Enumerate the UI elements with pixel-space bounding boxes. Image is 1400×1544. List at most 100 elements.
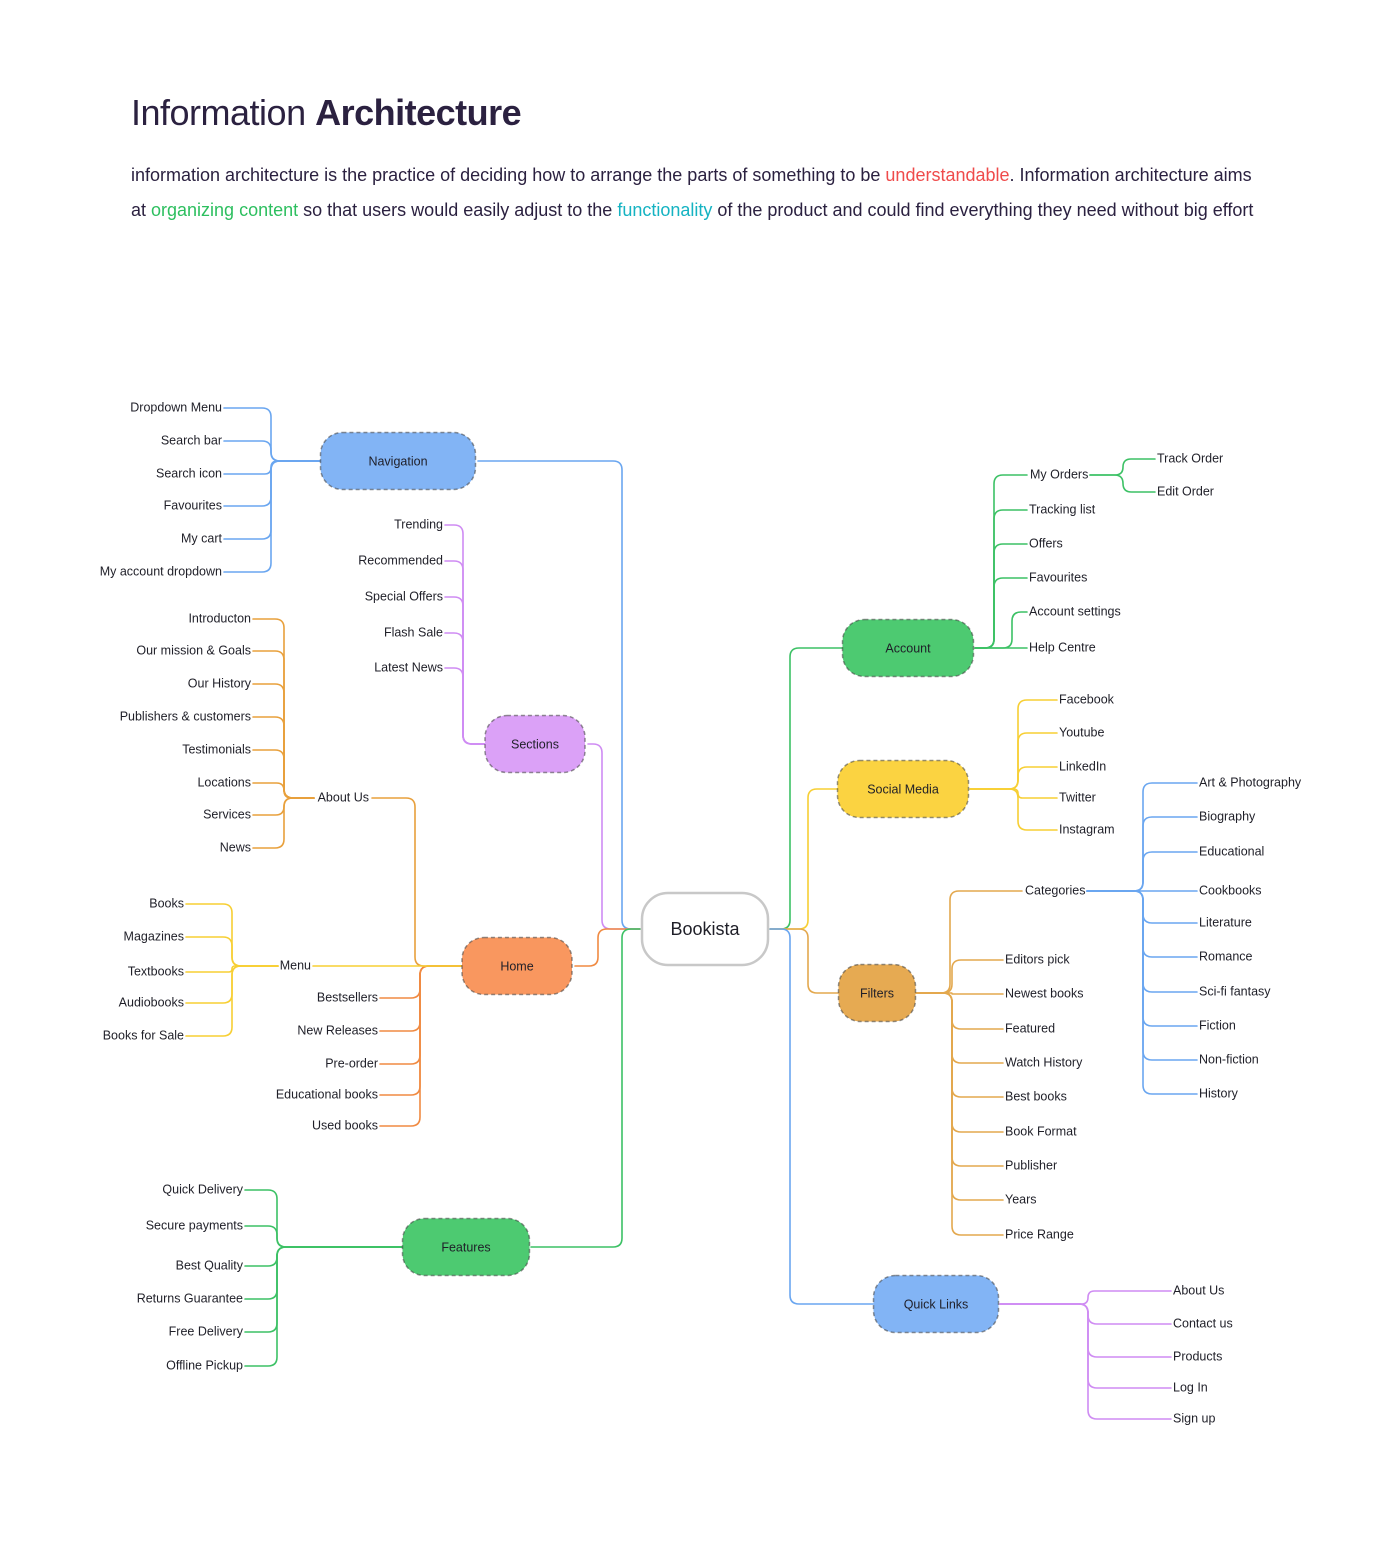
features-item-returns-guarantee: Returns Guarantee xyxy=(137,1291,243,1305)
node-filters[interactable]: Filters xyxy=(837,963,917,1023)
home-item-educational-books: Educational books xyxy=(276,1087,378,1101)
social-media-connector-1 xyxy=(969,699,1058,790)
navigation-connector-6 xyxy=(223,460,322,573)
social-media-item-youtube: Youtube xyxy=(1059,725,1104,739)
filters-item-years: Years xyxy=(1005,1192,1037,1206)
node-quick-links[interactable]: Quick Links xyxy=(872,1274,1000,1334)
sections-item-trending: Trending xyxy=(394,517,443,531)
home-to-about-us xyxy=(371,797,463,967)
navigation-connector-2 xyxy=(223,440,322,462)
social-media-item-twitter: Twitter xyxy=(1059,790,1096,804)
home-item-used-books: Used books xyxy=(312,1118,378,1132)
highlight-functionality: functionality xyxy=(617,200,713,220)
node-account-label: Account xyxy=(885,641,931,655)
node-filters-label: Filters xyxy=(860,986,894,1000)
menu-connector-5 xyxy=(185,965,279,1037)
root-node-box xyxy=(640,891,770,967)
features-connector-5 xyxy=(244,1246,403,1333)
menu-connector-2 xyxy=(185,936,279,967)
about-us-connector-8 xyxy=(252,797,315,849)
intro-text-1: information architecture is the practice… xyxy=(131,165,886,185)
filters-item-price-range: Price Range xyxy=(1005,1227,1074,1241)
intro-text-3: so that users would easily adjust to the xyxy=(298,200,618,220)
filters-item-watch-history: Watch History xyxy=(1005,1055,1083,1069)
about-us-item-news: News xyxy=(220,840,251,854)
filters-connector-3 xyxy=(915,992,1004,1030)
account-connector-2 xyxy=(974,543,1028,649)
intro-paragraph: information architecture is the practice… xyxy=(131,158,1261,228)
quick-links-connector-4 xyxy=(999,1303,1172,1389)
social-media-item-linkedin: LinkedIn xyxy=(1059,759,1106,773)
node-home[interactable]: Home xyxy=(461,936,573,996)
social-media-connector-3 xyxy=(969,766,1058,790)
account-item-favourites: Favourites xyxy=(1029,570,1087,584)
quick-links-item-products: Products xyxy=(1173,1349,1222,1363)
categories-connector-6 xyxy=(1086,890,1198,958)
quick-links-connector-5 xyxy=(999,1303,1172,1420)
account-settings-group-item-account-settings: Account settings xyxy=(1029,604,1121,618)
subnode-my-orders: My Orders xyxy=(1030,467,1088,481)
categories-item-literature: Literature xyxy=(1199,915,1252,929)
categories-connector-3 xyxy=(1086,851,1198,892)
quick-links-connector-3 xyxy=(999,1303,1172,1358)
node-navigation-box xyxy=(319,431,477,491)
account-connector-1 xyxy=(974,509,1028,649)
categories-connector-10 xyxy=(1086,890,1198,1095)
about-us-item-testimonials: Testimonials xyxy=(182,742,251,756)
categories-connector-1 xyxy=(1086,782,1198,892)
filters-connector-2 xyxy=(915,992,1004,995)
account-item-offers: Offers xyxy=(1029,536,1063,550)
features-item-offline-pickup: Offline Pickup xyxy=(166,1358,243,1372)
navigation-item-search-bar: Search bar xyxy=(161,433,222,447)
filters-connector-1 xyxy=(915,959,1004,994)
menu-item-books: Books xyxy=(149,896,184,910)
node-navigation[interactable]: Navigation xyxy=(319,431,477,491)
home-item-bestsellers: Bestsellers xyxy=(317,990,378,1004)
trunk-navigation xyxy=(477,460,641,930)
account-to-my-orders xyxy=(974,474,1028,649)
trunk-home xyxy=(574,928,641,967)
node-account[interactable]: Account xyxy=(841,618,975,678)
features-connector-6 xyxy=(244,1246,403,1367)
social-media-connector-5 xyxy=(969,788,1058,831)
social-media-connector-2 xyxy=(969,732,1058,790)
features-item-best-quality: Best Quality xyxy=(176,1258,244,1272)
about-us-item-publishers-and-customers: Publishers & customers xyxy=(120,709,251,723)
trunk-sections xyxy=(587,743,641,930)
categories-item-romance: Romance xyxy=(1199,949,1253,963)
filters-item-editors-pick: Editors pick xyxy=(1005,952,1070,966)
sections-item-flash-sale: Flash Sale xyxy=(384,625,443,639)
categories-item-art-and-photography: Art & Photography xyxy=(1199,775,1302,789)
subnode-categories: Categories xyxy=(1025,883,1085,897)
node-features-box xyxy=(401,1217,531,1277)
filters-item-book-format: Book Format xyxy=(1005,1124,1077,1138)
about-us-item-our-mission-and-goals: Our mission & Goals xyxy=(136,643,251,657)
subnode-menu: Menu xyxy=(280,958,311,972)
features-connector-3 xyxy=(244,1246,403,1267)
intro-text-4: of the product and could find everything… xyxy=(712,200,1254,220)
root-node-bookista[interactable]: Bookista xyxy=(640,891,770,967)
navigation-item-search-icon: Search icon xyxy=(156,466,222,480)
navigation-item-favourites: Favourites xyxy=(164,498,222,512)
highlight-organizing-content: organizing content xyxy=(151,200,299,220)
account-item-tracking-list: Tracking list xyxy=(1029,502,1096,516)
categories-connector-9 xyxy=(1086,890,1198,1061)
node-features[interactable]: Features xyxy=(401,1217,531,1277)
sections-item-recommended: Recommended xyxy=(358,553,443,567)
subnode-about-us: About Us xyxy=(318,790,369,804)
intro-text-2: . Information architecture aims at xyxy=(131,165,1252,220)
filters-item-publisher: Publisher xyxy=(1005,1158,1057,1172)
node-features-label: Features xyxy=(441,1240,490,1254)
title-light: Information xyxy=(131,92,306,133)
filters-connector-9 xyxy=(915,992,1004,1236)
filters-item-featured: Featured xyxy=(1005,1021,1055,1035)
quick-links-connector-1 xyxy=(999,1290,1172,1305)
sections-connector-2 xyxy=(444,560,486,745)
navigation-item-my-account-dropdown: My account dropdown xyxy=(100,564,222,578)
features-connector-1 xyxy=(244,1189,403,1248)
node-filters-box xyxy=(837,963,917,1023)
node-sections[interactable]: Sections xyxy=(484,714,586,774)
node-social-media[interactable]: Social Media xyxy=(836,759,970,819)
navigation-connector-1 xyxy=(223,407,322,462)
